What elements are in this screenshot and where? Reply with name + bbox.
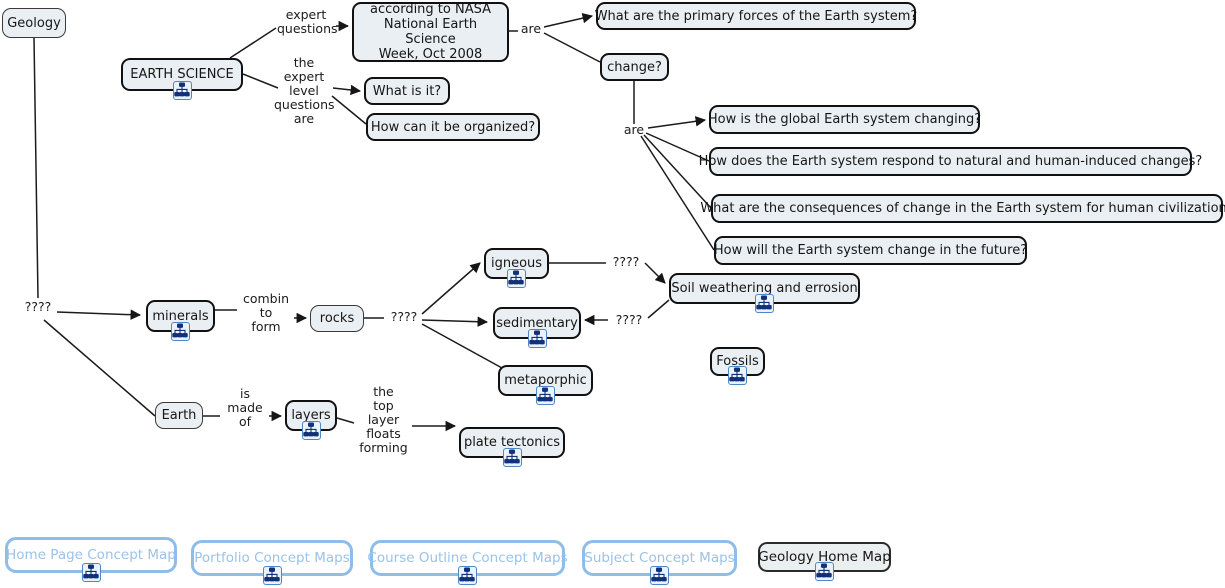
concept-node-rocks[interactable]: rocks	[310, 305, 364, 332]
edge-label-is-made-of: is made of	[227, 386, 263, 429]
concept-map-icon[interactable]	[262, 566, 282, 585]
concept-map-icon[interactable]	[458, 566, 477, 585]
edge-q-to-metaporphic	[421, 323, 503, 369]
concept-node-geology[interactable]: Geology	[2, 8, 66, 38]
concept-map-icon[interactable]	[507, 269, 526, 288]
concept-map-icon[interactable]	[536, 386, 555, 405]
concept-node-change[interactable]: change?	[600, 53, 669, 81]
edge-expertlevel-to-whatisit	[332, 84, 362, 96]
edge-label-q-rocks-types: ????	[390, 309, 418, 324]
edge-label-q-geology-root: ????	[24, 299, 52, 314]
edge-label-q-soil-sedimentary: ????	[615, 312, 643, 327]
edge-root-to-minerals	[56, 309, 142, 320]
concept-node-how-organized[interactable]: How can it be organized?	[366, 113, 540, 141]
concept-node-what-is-it[interactable]: What is it?	[364, 77, 450, 105]
concept-map-icon[interactable]	[650, 566, 669, 585]
edge-q-to-soil	[644, 262, 666, 284]
edge-label-top-layer-floats: the top layer floats forming	[359, 384, 408, 455]
edge-geology-to-root	[33, 37, 39, 299]
edge-are2-to-globalchange	[647, 116, 707, 129]
concept-node-earth[interactable]: Earth	[155, 402, 203, 429]
edge-are-to-primaryforces	[543, 12, 594, 28]
concept-map-icon[interactable]	[527, 329, 547, 348]
edge-label-combine-to-form: combin to form	[242, 291, 290, 334]
concept-node-primary-forces[interactable]: What are the primary forces of the Earth…	[595, 2, 917, 30]
edge-are2-to-consequences	[643, 134, 712, 209]
concept-map-icon[interactable]	[172, 81, 192, 100]
concept-map-icon[interactable]	[815, 562, 834, 581]
edge-earthscience-to-expertq	[229, 27, 277, 59]
edge-expertlevel-to-howorganized	[331, 95, 367, 125]
concept-map-icon[interactable]	[502, 448, 522, 467]
edge-label-q-igneous-soil: ????	[612, 254, 640, 269]
concept-node-future[interactable]: How will the Earth system change in the …	[714, 236, 1027, 265]
concept-node-global-change[interactable]: How is the global Earth system changing?	[708, 105, 981, 134]
nav-button-home-page-concept-map[interactable]: Home Page Concept Map	[5, 537, 177, 573]
concept-map-icon[interactable]	[171, 322, 190, 341]
concept-node-nasa-source[interactable]: according to NASA National Earth Science…	[352, 2, 509, 62]
edge-q-to-sedimentary	[421, 316, 489, 327]
edge-label-expert-level: the expert level questions are	[274, 55, 335, 126]
edge-label-are-change: are	[623, 122, 645, 137]
concept-map-icon[interactable]	[728, 366, 747, 385]
concept-node-igneous[interactable]: igneous	[484, 248, 549, 279]
edge-label-expert-questions: expert questions	[277, 7, 338, 36]
concept-map-icon[interactable]	[81, 563, 101, 582]
edge-label-are-nasa: are	[520, 21, 542, 36]
edge-root-to-earth	[43, 319, 156, 417]
nav-button-geology-home-map[interactable]: Geology Home Map	[758, 542, 891, 572]
edge-layers-to-toplayer	[336, 417, 355, 424]
edge-earthscience-to-expertlevel	[242, 73, 279, 89]
edge-are-to-change	[543, 32, 601, 63]
concept-node-respond[interactable]: How does the Earth system respond to nat…	[699, 147, 1202, 176]
concept-map-icon[interactable]	[755, 294, 774, 313]
concept-map-icon[interactable]	[301, 421, 321, 440]
edge-soil-to-q2	[647, 299, 670, 319]
edge-q-to-igneous	[421, 262, 481, 315]
concept-node-consequences[interactable]: What are the consequences of change in t…	[700, 194, 1225, 223]
